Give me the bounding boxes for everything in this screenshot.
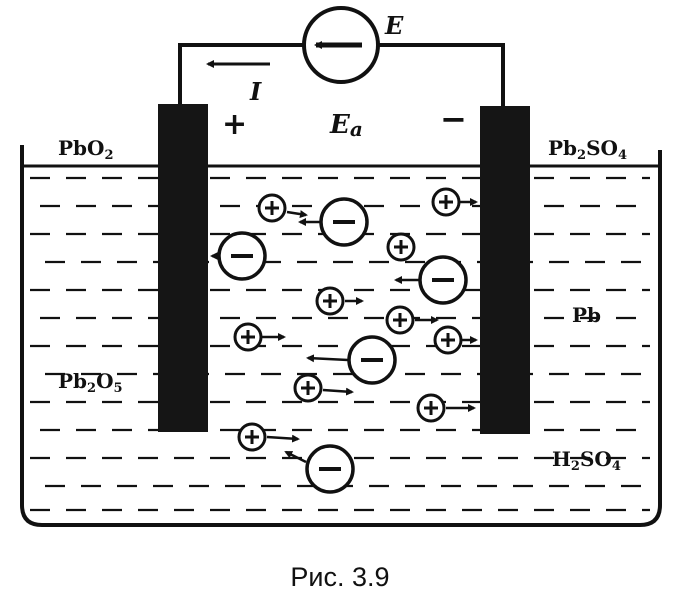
circuit-wire — [178, 43, 505, 108]
right-electrode-top-label: Pb2SO4 — [548, 136, 627, 163]
plus-ion-icon — [233, 322, 286, 352]
figure-caption: Рис. 3.9 — [290, 562, 390, 592]
right-electrode-body-label: Pb — [572, 303, 601, 327]
plus-ion-icon — [385, 305, 439, 335]
back-emf-label: Ea — [329, 110, 363, 141]
left-electrode — [158, 104, 208, 432]
electrolyte-liquid — [30, 176, 650, 512]
cations — [233, 187, 478, 452]
plus-ion-icon — [416, 393, 476, 423]
left-electrode-top-label: PbO2 — [58, 136, 114, 163]
plus-sign: + — [222, 107, 247, 142]
plus-ion-icon — [257, 193, 308, 223]
minus-sign: − — [440, 100, 467, 138]
plus-ion-icon — [315, 286, 364, 316]
electrolyte-label: H2SO4 — [552, 447, 621, 474]
plus-ion-icon — [433, 325, 478, 355]
plus-ion-icon — [431, 187, 478, 217]
minus-ion-icon — [394, 255, 468, 305]
plus-ion-icon — [293, 373, 354, 403]
plus-ion-icon — [237, 422, 300, 452]
minus-ion-icon — [284, 444, 355, 494]
minus-ion-icon — [210, 231, 267, 281]
right-electrode — [480, 106, 530, 434]
minus-ion-icon — [306, 335, 397, 385]
vessel — [20, 145, 662, 527]
current-label: I — [249, 77, 262, 106]
minus-ion-icon — [298, 197, 369, 247]
anions — [210, 197, 468, 494]
emf-label: E — [384, 11, 404, 40]
electrolysis-diagram: E I + − Ea PbO2 Pb2SO4 Pb2O5 Pb H2SO4 — [20, 6, 662, 527]
plus-ion-icon — [386, 232, 416, 262]
emf-source — [302, 6, 380, 84]
